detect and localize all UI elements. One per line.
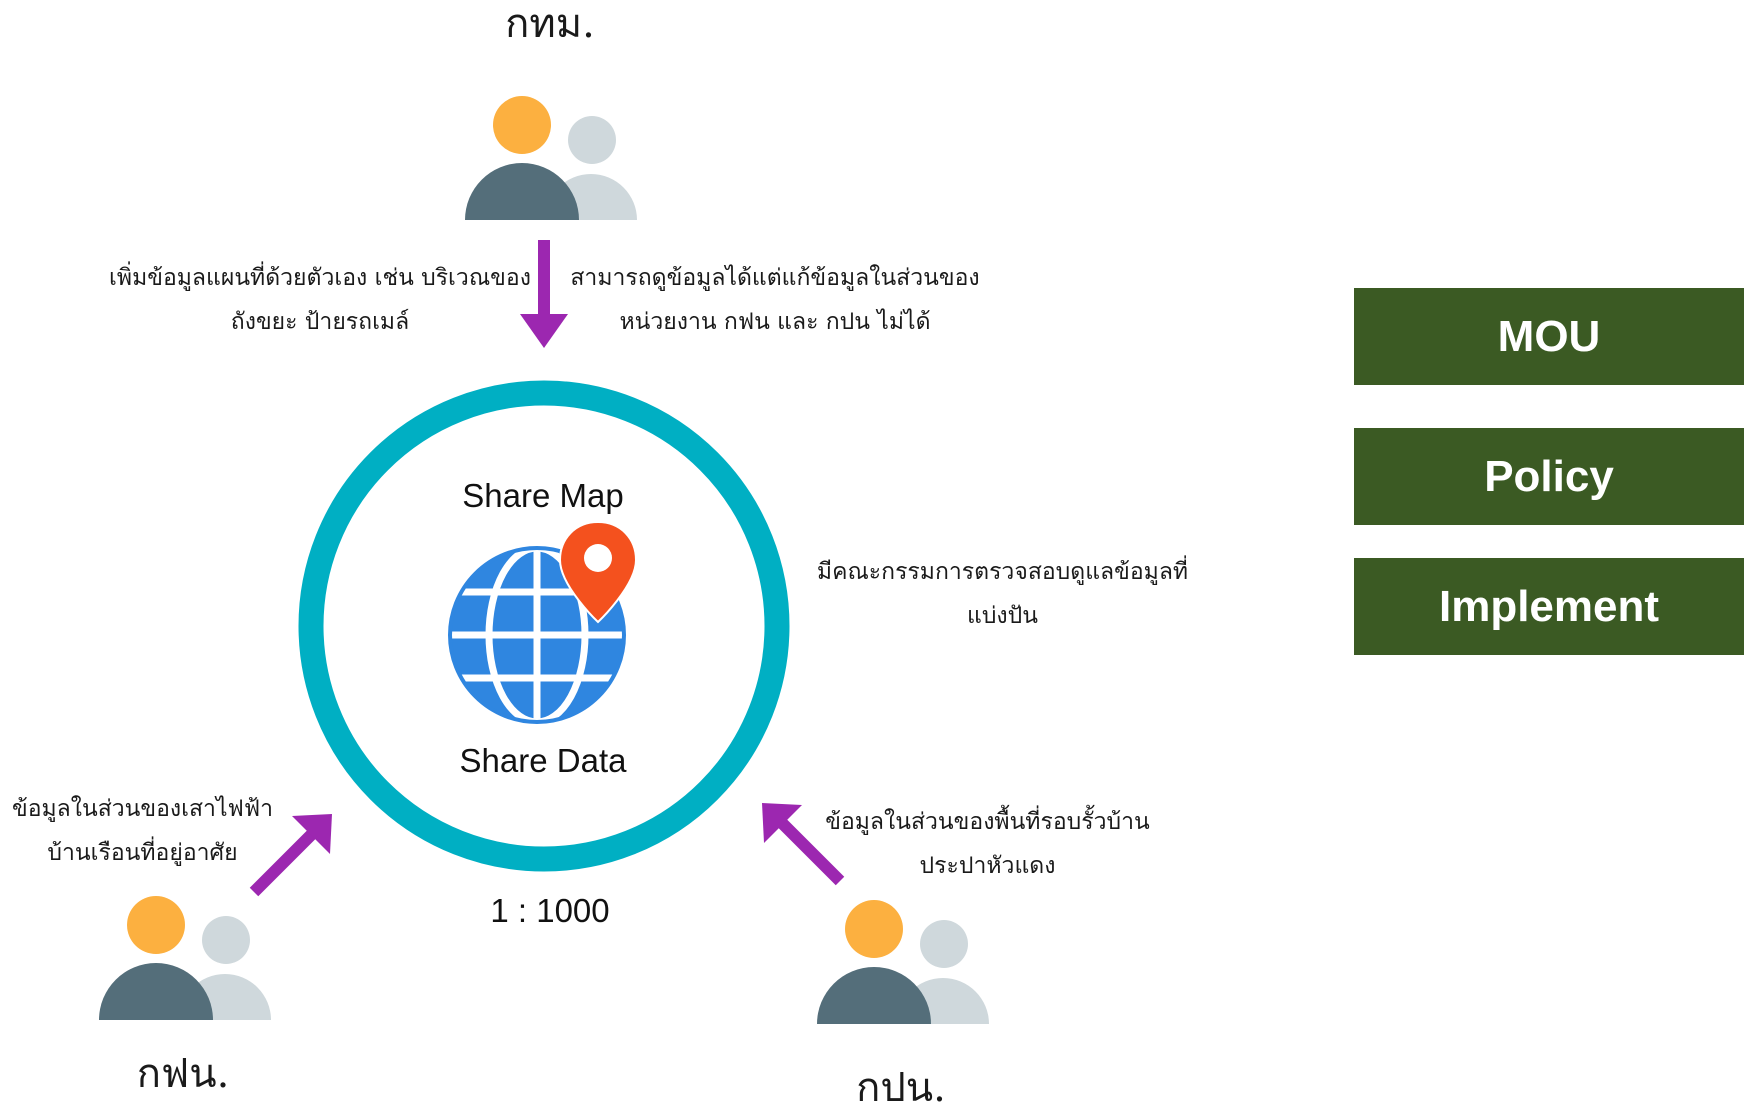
scale-label: 1 : 1000 [490, 892, 610, 929]
policy-box: Policy [1354, 428, 1744, 525]
globe-pin-icon [448, 520, 638, 724]
note-middle-right: มีคณะกรรมการตรวจสอบดูแลข้อมูลที่ แบ่งปัน [816, 559, 1189, 629]
note-bottom-right: ข้อมูลในส่วนของพื้นที่รอบรั้วบ้าน ประปาห… [825, 809, 1150, 879]
users-icon-top [465, 96, 637, 220]
share-map-label: Share Map [462, 477, 624, 514]
org-label-right: กปน. [856, 1065, 946, 1111]
note-top-left: เพิ่มข้อมูลแผนที่ด้วยตัวเอง เช่น บริเวณข… [109, 265, 531, 335]
share-data-label: Share Data [459, 742, 627, 779]
note-top-right: สามารถดูข้อมูลได้แต่แก้ข้อมูลในส่วนของ ห… [570, 265, 980, 335]
org-label-top: กทม. [505, 1, 595, 47]
mou-box: MOU [1354, 288, 1744, 385]
users-icon-left [99, 896, 271, 1020]
org-label-left: กฟน. [136, 1051, 230, 1097]
arrow-up-left-right [762, 803, 845, 886]
arrow-up-right-left [249, 814, 332, 897]
implement-box: Implement [1354, 558, 1744, 655]
note-bottom-left: ข้อมูลในส่วนของเสาไฟฟ้า บ้านเรือนที่อยู่… [11, 796, 274, 866]
users-icon-right [817, 900, 989, 1024]
arrow-down-top [520, 240, 568, 348]
